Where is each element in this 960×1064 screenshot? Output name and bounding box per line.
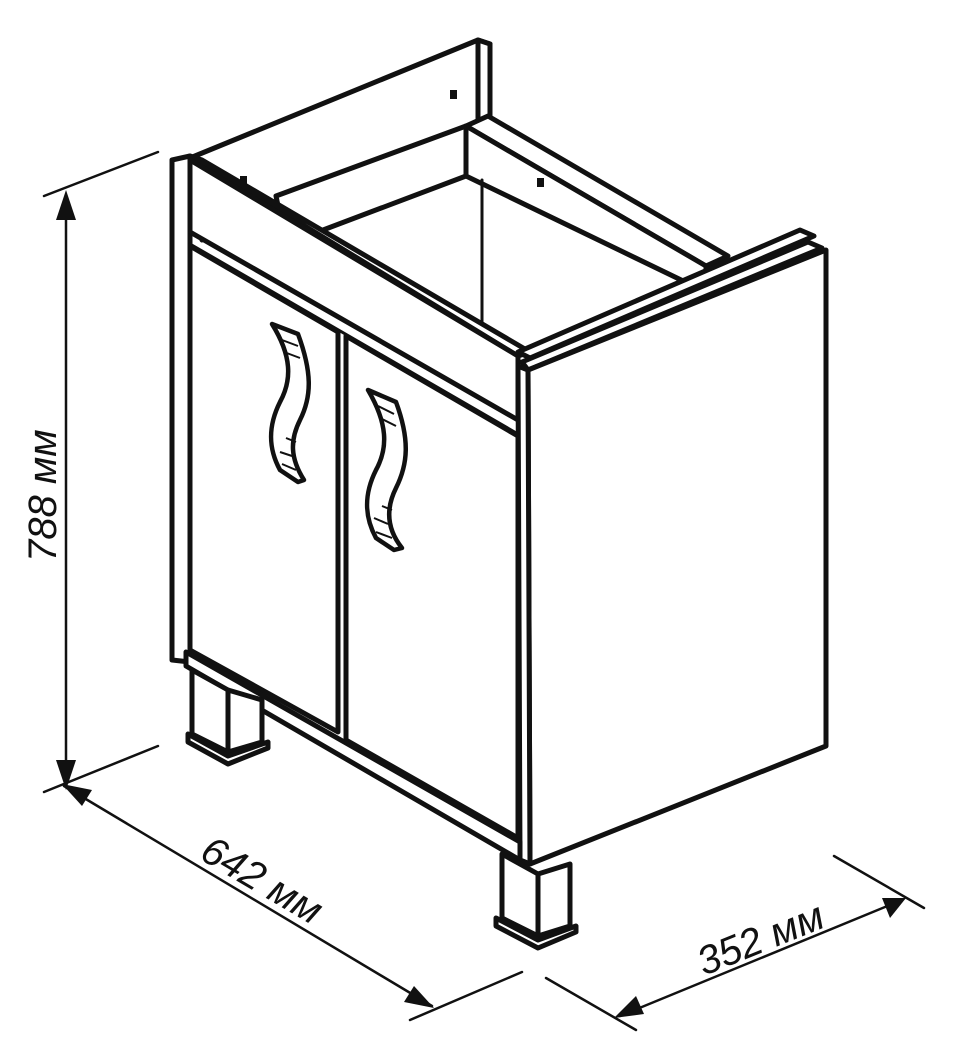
height-dimension	[42, 150, 160, 794]
right-leg	[493, 851, 579, 951]
top-frame	[187, 37, 731, 324]
front-top-rail	[187, 153, 533, 436]
left-side-panel	[169, 153, 193, 665]
depth-dimension	[544, 854, 926, 1032]
left-handle	[268, 321, 311, 485]
left-leg	[185, 667, 271, 767]
bottom-rail	[183, 649, 523, 863]
right-handle	[364, 387, 408, 553]
depth-label: 352 мм	[691, 894, 831, 985]
width-label: 642 мм	[193, 828, 330, 933]
right-side-panel	[515, 227, 829, 867]
left-door	[187, 243, 341, 735]
width-dimension	[62, 784, 524, 1022]
height-label: 788 мм	[21, 429, 65, 562]
